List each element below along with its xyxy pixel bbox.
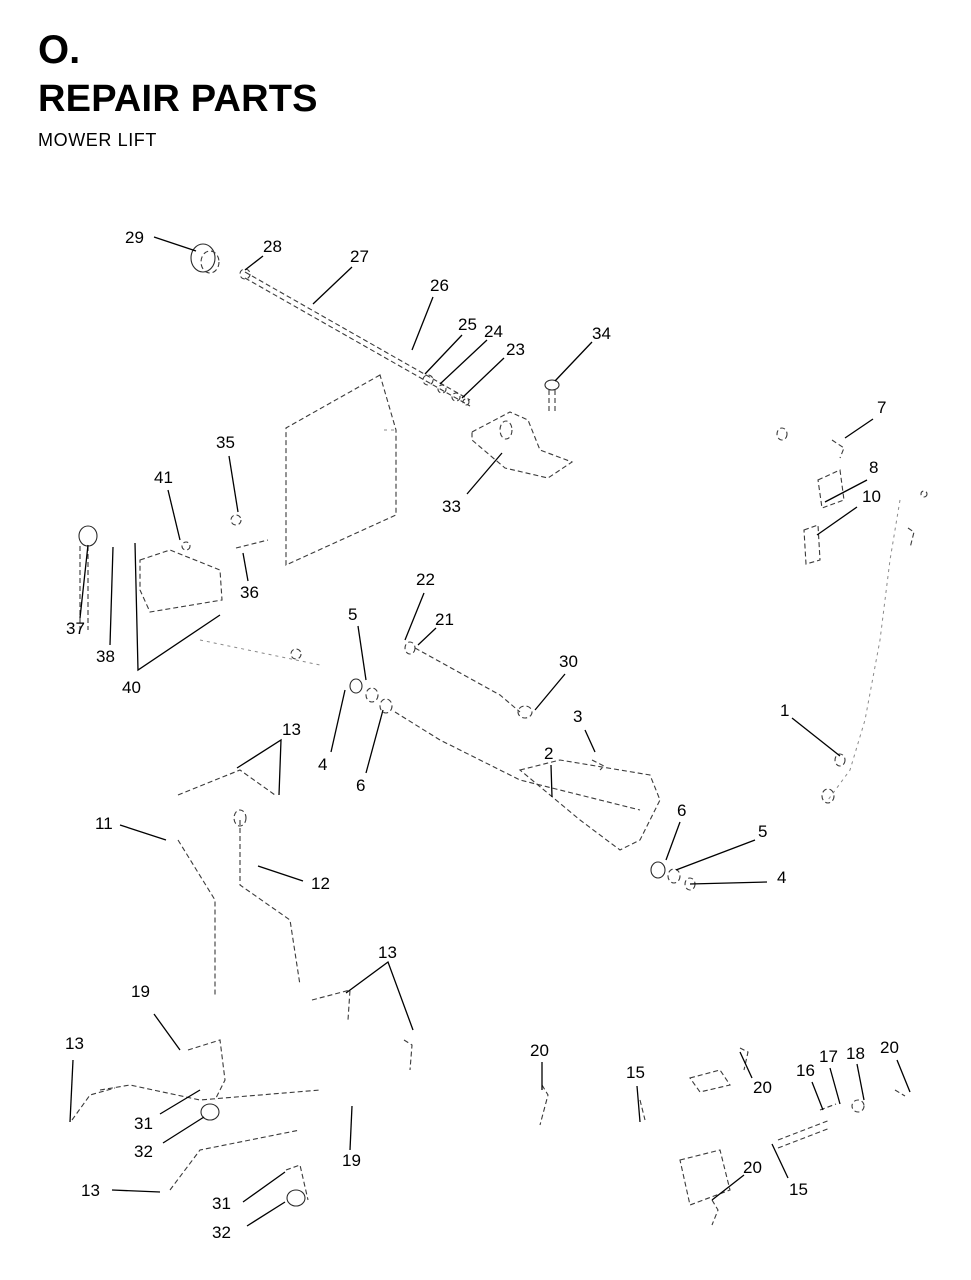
- lift-shaft: [244, 271, 471, 407]
- callout-37: 37: [66, 619, 85, 638]
- callout-32-lower: 32: [212, 1223, 231, 1242]
- page-title: REPAIR PARTS: [38, 78, 318, 120]
- lower-right-hardware: [539, 1047, 906, 1226]
- callout-16: 16: [796, 1061, 815, 1080]
- callout-8: 8: [869, 458, 878, 477]
- callout-23: 23: [506, 340, 525, 359]
- shaft-fittings: [239, 268, 470, 406]
- callout-22: 22: [416, 570, 435, 589]
- lower-left-hangers: [71, 989, 413, 1207]
- lift-pedal-plate: [471, 411, 574, 479]
- callout-31-lower: 31: [212, 1194, 231, 1213]
- callout-19-left: 19: [131, 982, 150, 1001]
- callout-6-lower: 6: [677, 801, 686, 820]
- lift-panel: [285, 374, 397, 566]
- upper-right-hardware: [776, 427, 928, 565]
- section-letter: O.: [38, 28, 81, 72]
- callout-15-upper: 15: [626, 1063, 645, 1082]
- callout-4-upper: 4: [318, 755, 327, 774]
- callout-15-lower: 15: [789, 1180, 808, 1199]
- callout-35: 35: [216, 433, 235, 452]
- callout-24: 24: [484, 322, 503, 341]
- callout-20-mid: 20: [753, 1078, 772, 1097]
- bolt-34: [544, 379, 560, 412]
- callout-4-lower: 4: [777, 868, 786, 887]
- callout-1: 1: [780, 701, 789, 720]
- callout-20-center: 20: [530, 1041, 549, 1060]
- callout-5-upper: 5: [348, 605, 357, 624]
- callout-29: 29: [125, 228, 144, 247]
- callout-31-left: 31: [134, 1114, 153, 1133]
- assist-spring: [821, 499, 901, 804]
- callout-11: 11: [95, 814, 113, 833]
- callout-26: 26: [430, 276, 449, 295]
- callout-25: 25: [458, 315, 477, 334]
- center-linkage: [349, 641, 641, 811]
- callout-28: 28: [263, 237, 282, 256]
- lift-arm: [518, 759, 696, 891]
- callout-38: 38: [96, 647, 115, 666]
- callout-36: 36: [240, 583, 259, 602]
- callout-13-middle: 13: [378, 943, 397, 962]
- callout-34: 34: [592, 324, 611, 343]
- lift-links: [177, 769, 301, 995]
- callout-7: 7: [877, 398, 886, 417]
- lift-knob: [190, 243, 220, 274]
- callout-32-left: 32: [134, 1142, 153, 1161]
- callout-labels: 29 28 27 26 25 24 23 34 33 35 41 36 37 3…: [65, 228, 899, 1242]
- callout-20-right: 20: [880, 1038, 899, 1057]
- left-linkage: [78, 514, 321, 666]
- callout-12: 12: [311, 874, 330, 893]
- page-subtitle: MOWER LIFT: [38, 130, 157, 150]
- callout-41: 41: [154, 468, 173, 487]
- callout-13-lower: 13: [81, 1181, 100, 1200]
- callout-2: 2: [544, 744, 553, 763]
- callout-19-right: 19: [342, 1151, 361, 1170]
- callout-30: 30: [559, 652, 578, 671]
- callout-27: 27: [350, 247, 369, 266]
- callout-13-left: 13: [65, 1034, 84, 1053]
- callout-5-lower: 5: [758, 822, 767, 841]
- callout-10: 10: [862, 487, 881, 506]
- part-drawings: [71, 243, 928, 1226]
- leader-lines: [69, 236, 911, 1227]
- callout-18: 18: [846, 1044, 865, 1063]
- callout-20-lower: 20: [743, 1158, 762, 1177]
- callout-33: 33: [442, 497, 461, 516]
- callout-6-upper: 6: [356, 776, 365, 795]
- callout-17: 17: [819, 1047, 838, 1066]
- callout-13-upper: 13: [282, 720, 301, 739]
- callout-3: 3: [573, 707, 582, 726]
- callout-21: 21: [435, 610, 454, 629]
- callout-40: 40: [122, 678, 141, 697]
